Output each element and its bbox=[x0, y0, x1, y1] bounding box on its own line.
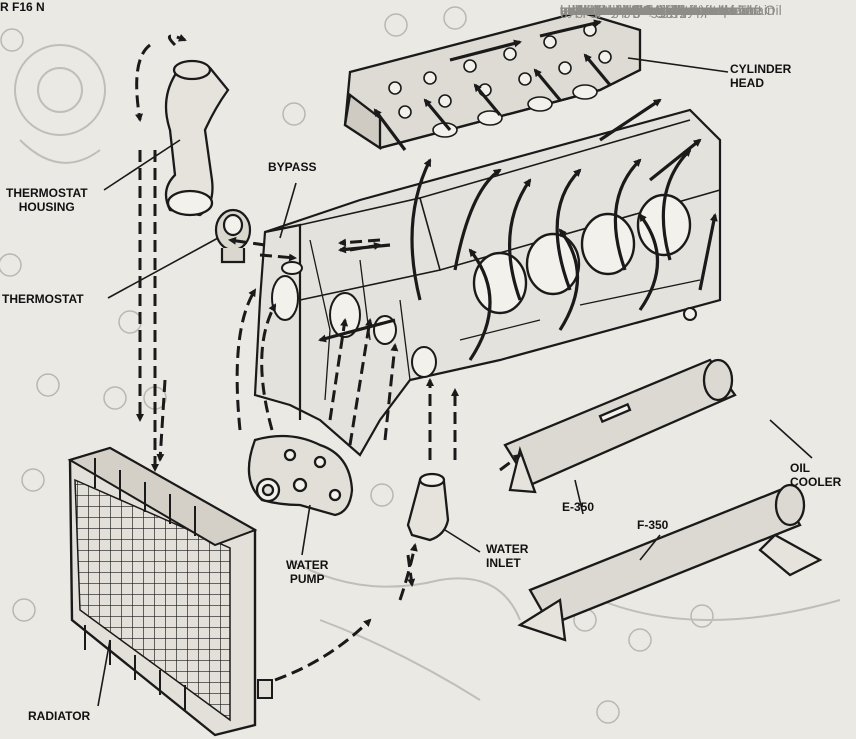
background-text-line: ed a greater of 2,7 bbox=[560, 2, 675, 18]
block-front-ports bbox=[271, 261, 697, 378]
water-pump-label: WATER PUMP bbox=[286, 558, 329, 586]
coolant-flow-arrows bbox=[135, 34, 522, 682]
water-inlet-label: WATER INLET bbox=[486, 542, 529, 570]
background-text-line: on the heat exchanger bbox=[560, 2, 700, 18]
background-text-line: on through the oil cooler bbox=[560, 2, 711, 18]
e350-label: E-350 bbox=[562, 500, 595, 514]
thermostat-housing bbox=[164, 59, 230, 217]
background-text-line: n. At the oil filter an bbox=[560, 2, 680, 18]
background-text-line: ears are lubricated by oil splash. Oil bbox=[560, 2, 782, 18]
cylinder-head bbox=[343, 10, 642, 151]
background-text-line: ough passages in the crankshaft bbox=[560, 2, 762, 18]
background-text-line: and valve stems bbox=[560, 2, 662, 18]
f350-label: F-350 bbox=[637, 518, 669, 532]
background-text-line: ey in the V an engine ea bbox=[560, 2, 712, 18]
water-inlet bbox=[406, 472, 450, 542]
background-text-block: een and oil pick-up tube to s. 4.5 liter… bbox=[560, 0, 856, 470]
background-callout-circles bbox=[0, 6, 714, 724]
background-text-line: een and oil pick-up tube to bbox=[560, 2, 725, 18]
oil-cooler-f350 bbox=[517, 483, 823, 642]
bypass-label: BYPASS bbox=[268, 160, 317, 174]
background-text-line: s. 4.5 liters (12 gallons) bbox=[560, 2, 705, 18]
background-text-line: main bearings, camshaft bbox=[560, 2, 713, 18]
background-text-line: t incorporates a bypass bbox=[560, 2, 705, 18]
radiator-label: RADIATOR bbox=[28, 709, 91, 723]
background-text-line: e becomes clogged bbox=[560, 2, 682, 18]
block-details bbox=[309, 239, 701, 401]
background-sketch bbox=[14, 44, 841, 701]
thermostat bbox=[214, 208, 252, 264]
background-text-line: ines. The piston oil jets are fed bbox=[560, 2, 750, 18]
background-text-line: rod bearings are fed from the main bbox=[560, 2, 775, 18]
block-to-head-flow bbox=[318, 19, 718, 361]
thermostat-housing-label: THERMOSTAT HOUSING bbox=[6, 186, 88, 214]
background-text-line: to lubricate the rocker arms bbox=[560, 2, 730, 18]
background-text-line: to vertical passages bbox=[560, 2, 684, 18]
header-fragment: R F16 N bbox=[0, 0, 45, 14]
background-text-line: supplied to the engine bbox=[560, 2, 697, 18]
leader-lines bbox=[97, 57, 813, 707]
cylinder-head-label: CYLINDER HEAD bbox=[730, 62, 792, 90]
oil-cooler-e350 bbox=[503, 358, 737, 494]
thermostat-label: THERMOSTAT bbox=[2, 292, 84, 306]
radiator bbox=[67, 446, 273, 737]
background-text-line: assage at the valve tappets. The bbox=[560, 2, 763, 18]
background-text-line: alve controls the oil pressure bbox=[560, 2, 739, 18]
background-text-line: ee oil passes from the bbox=[560, 2, 697, 18]
background-text-line: gh the hydraulic tappet roller at bbox=[560, 2, 753, 18]
oil-cooler-label: OIL COOLER bbox=[790, 461, 842, 489]
cylinder-head-bolts bbox=[388, 23, 612, 138]
background-text-line: volume of oil and use bbox=[560, 2, 693, 18]
water-pump bbox=[247, 434, 354, 517]
